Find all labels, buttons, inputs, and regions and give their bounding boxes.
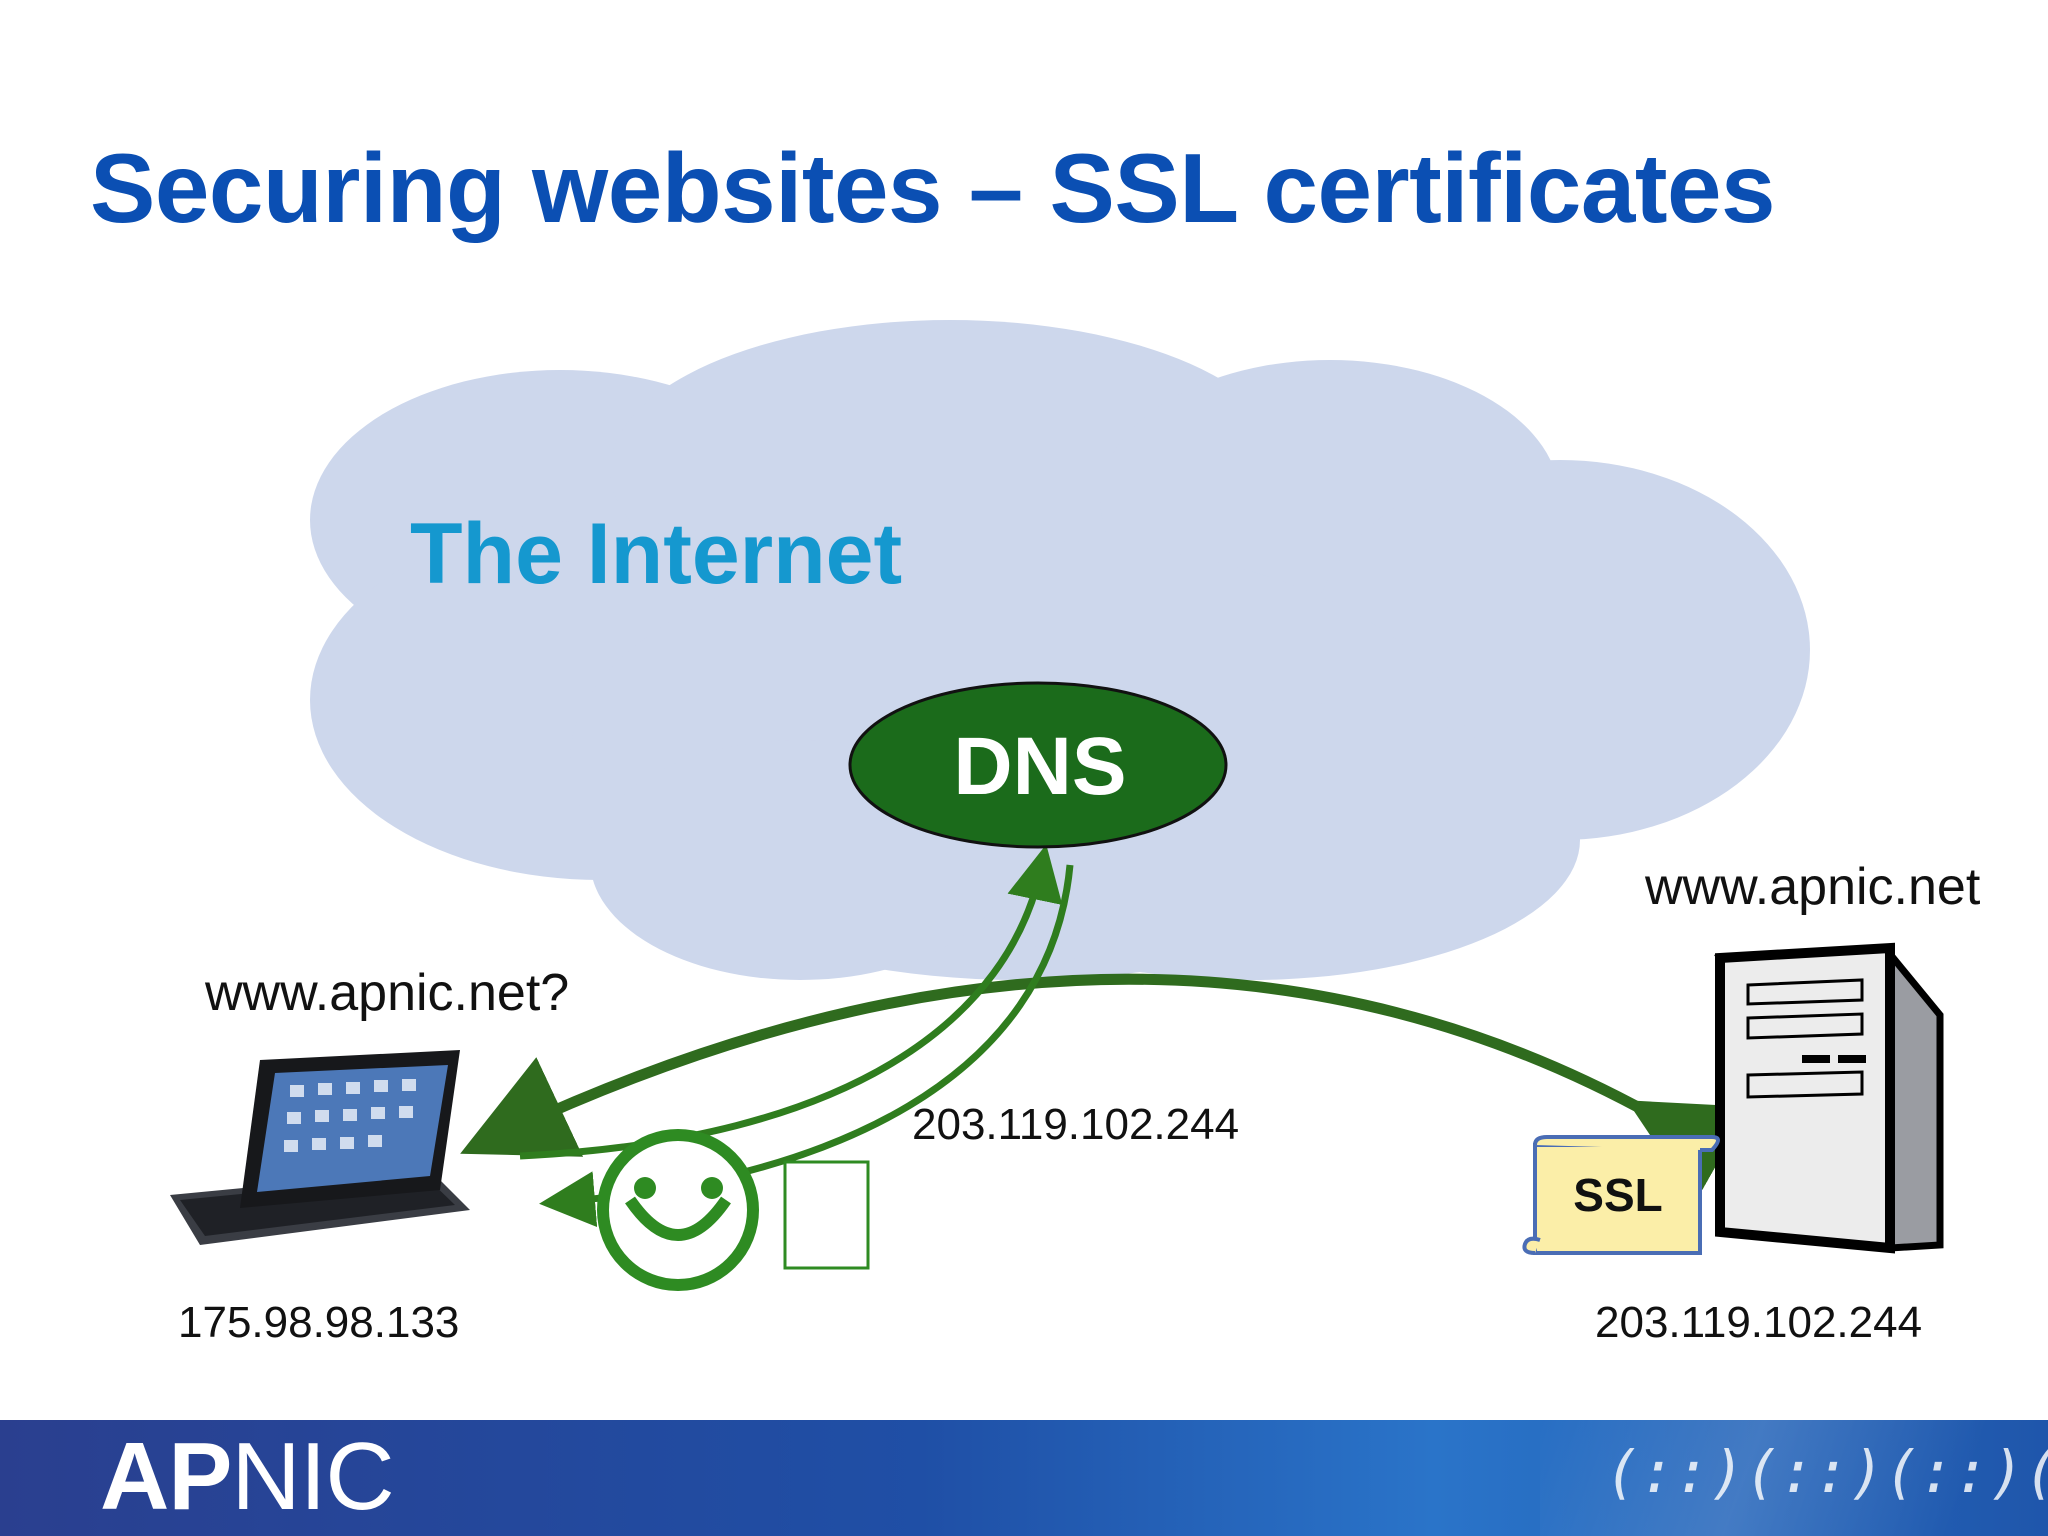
server-tower-icon	[1714, 942, 1944, 1254]
dns-label: DNS	[953, 721, 1127, 812]
client-ip-label: 175.98.98.133	[178, 1298, 460, 1347]
internet-label: The Internet	[410, 506, 903, 602]
client-query-label: www.apnic.net?	[205, 964, 570, 1022]
apnic-logo-ap: AP	[100, 1423, 232, 1530]
footer-bar: APNIC (::)(::)(::)(::)	[0, 1420, 2048, 1536]
slide-title: Securing websites – SSL certificates	[90, 133, 1776, 243]
ssl-certificate-label: SSL	[1573, 1169, 1663, 1221]
ssl-certificate-scroll-icon	[1522, 1135, 1720, 1255]
dns-answer-label: 203.119.102.244	[912, 1100, 1240, 1149]
smiley-eyes	[634, 1177, 723, 1199]
network-diagram	[170, 320, 1944, 1291]
apnic-logo-nic: NIC	[231, 1423, 394, 1530]
client-server-connection-arrow	[460, 973, 1750, 1203]
placeholder-box-icon	[783, 1160, 870, 1270]
server-hostname-label: www.apnic.net	[1645, 858, 1981, 916]
smiley-icon	[597, 1129, 759, 1291]
apnic-mark-icon: (::)(::)(::)(::)	[1605, 1438, 2048, 1506]
dns-server-node	[848, 681, 1228, 849]
apnic-logo: APNIC	[100, 1422, 395, 1532]
server-ip-label: 203.119.102.244	[1595, 1298, 1923, 1347]
footer-sheen	[1540, 1420, 2048, 1536]
tablet-keyboard-icon	[170, 1050, 470, 1245]
internet-cloud	[310, 320, 1810, 980]
